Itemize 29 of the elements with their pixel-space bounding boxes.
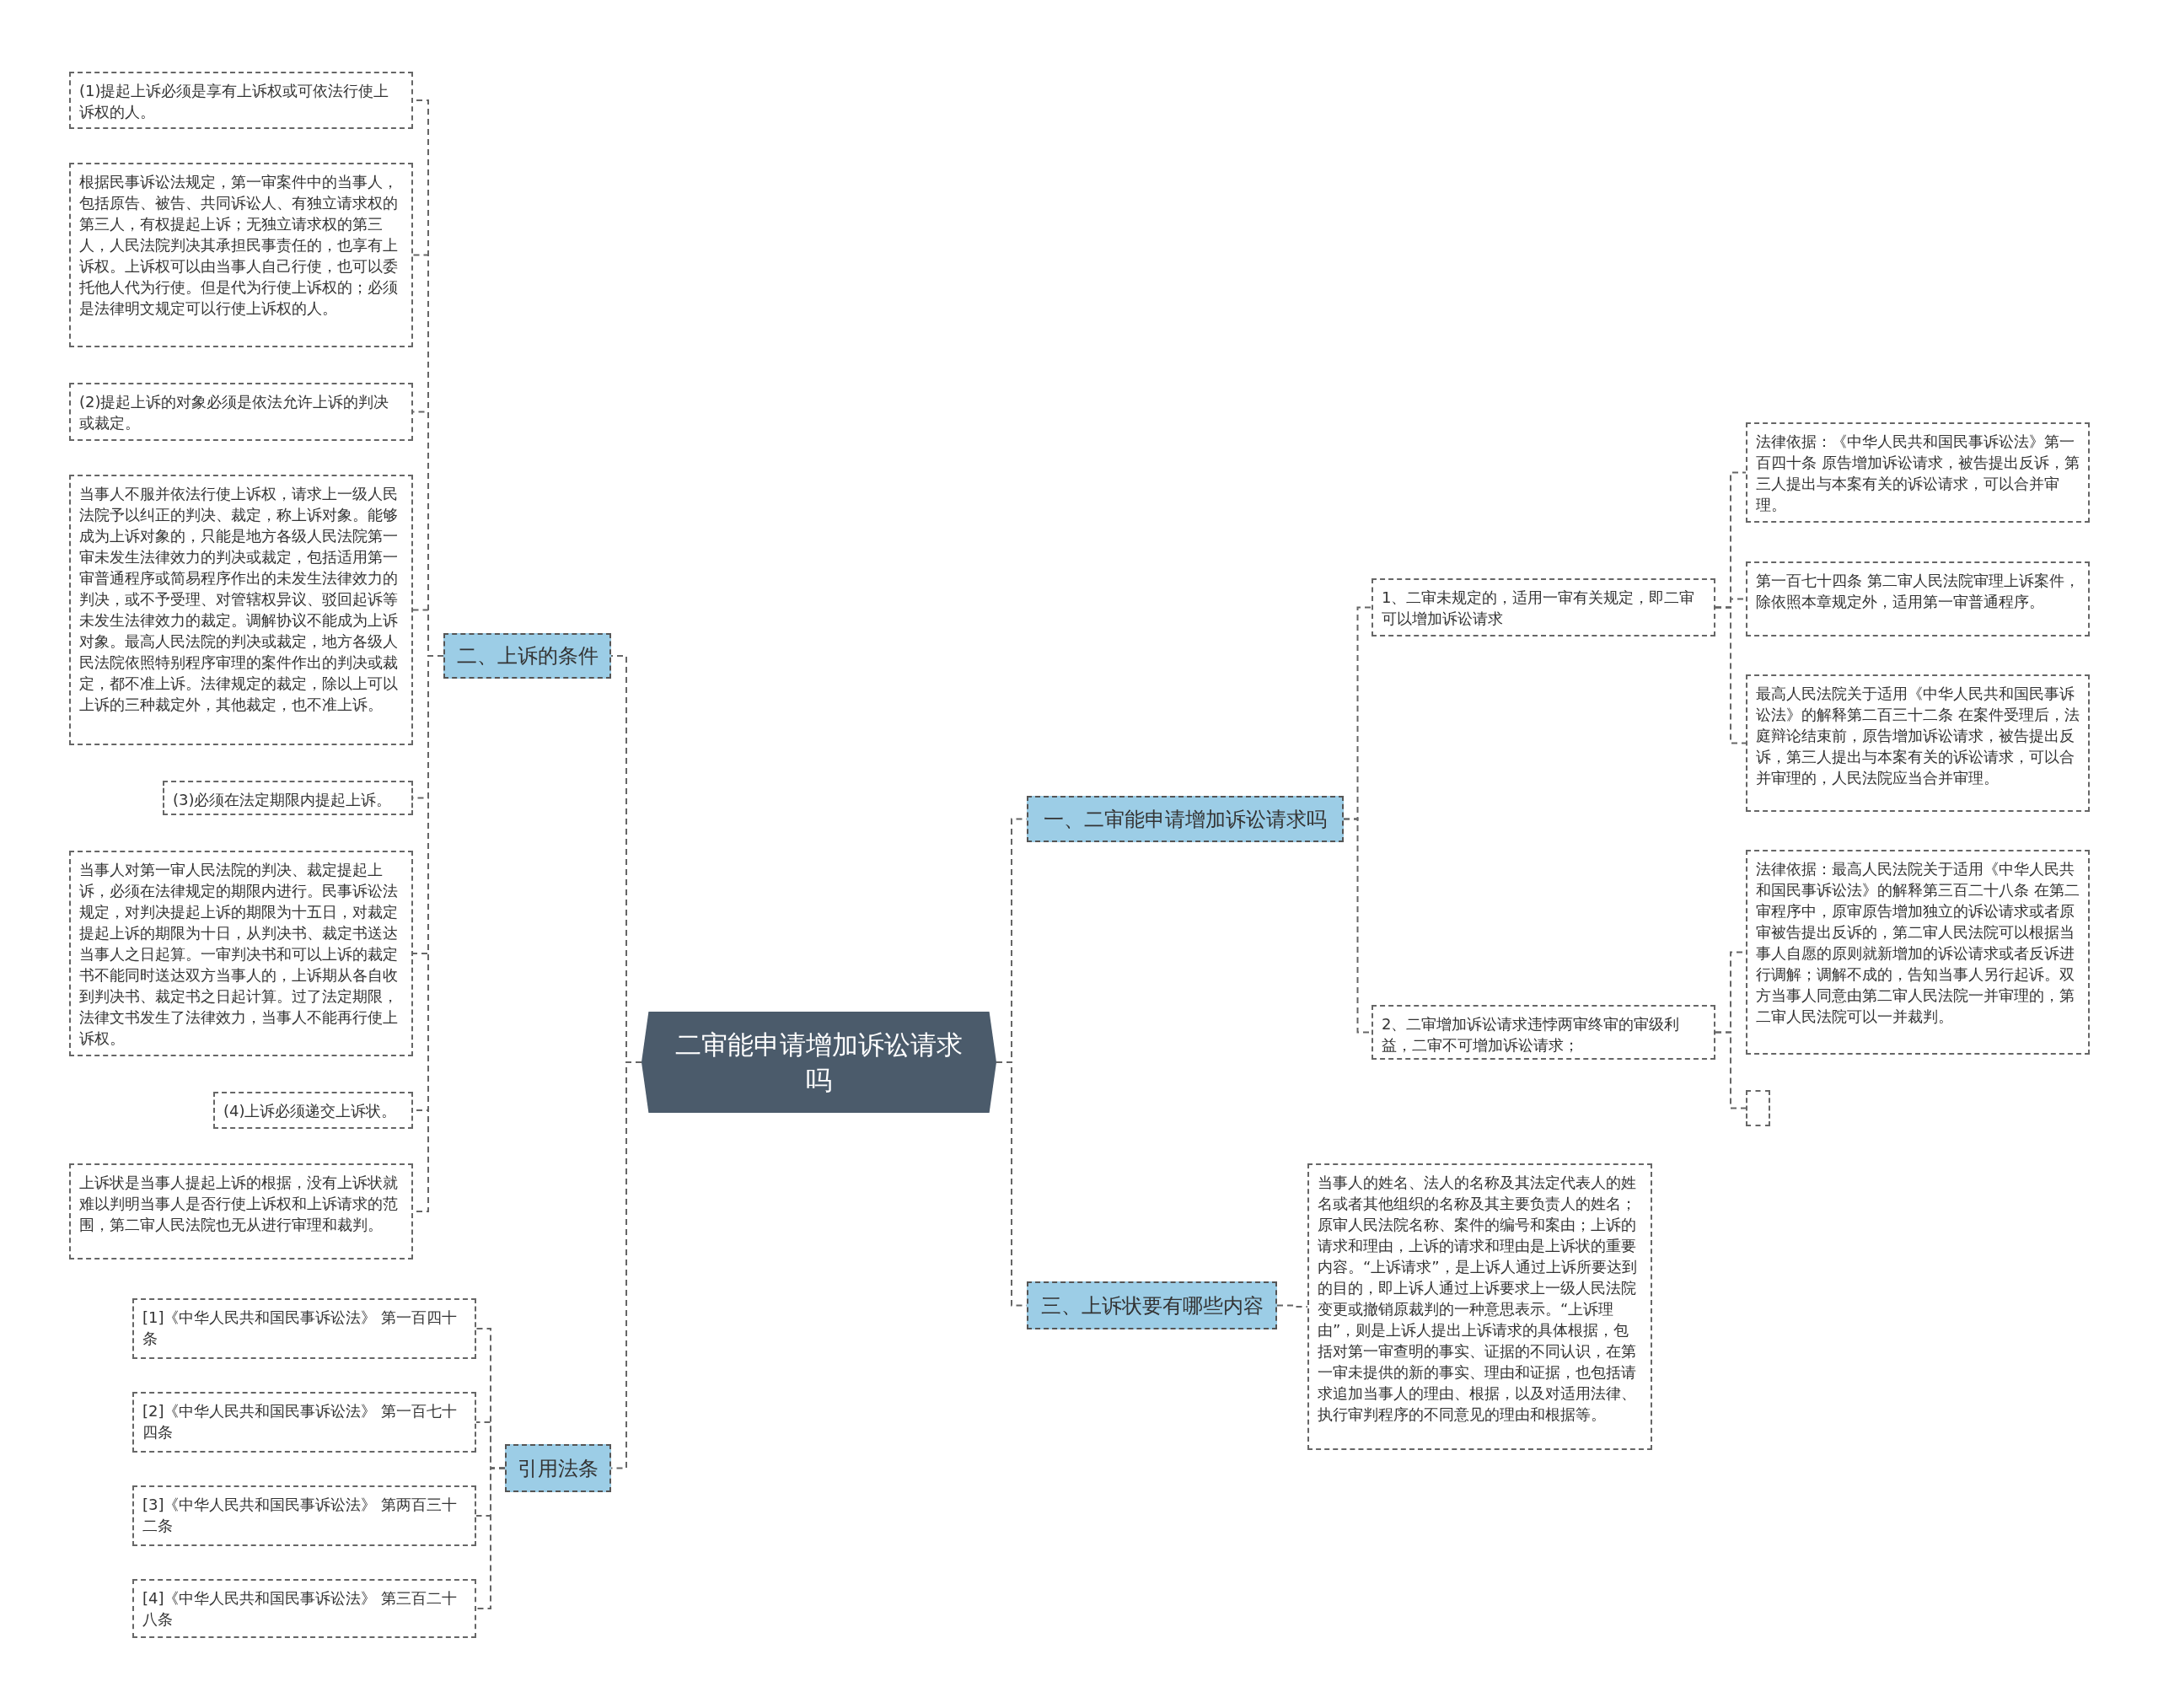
text-box: (2)提起上诉的对象必须是依法允许上诉的判决或裁定。 [69,383,413,441]
text-box: 法律依据：《中华人民共和国民事诉讼法》第一百四十条 原告增加诉讼请求，被告提出反诉，第三人提出与本案有关的诉讼请求，可以合并审理。 [1746,422,2090,523]
connector [475,1467,506,1609]
text-box: 上诉状是当事人提起上诉的根据，没有上诉状就难以判明当事人是否行使上诉权和上诉请求的范围，第二审人民法院也无从进行审理和裁判。 [69,1163,413,1260]
text-box: 1、二审未规定的，适用一审有关规定，即二审可以增加诉讼请求 [1372,578,1715,636]
text-box: 根据民事诉讼法规定，第一审案件中的当事人，包括原告、被告、共同诉讼人、有独立请求权的第三人，有权提起上诉；无独立请求权的第三人，人民法院判决其承担民事责任的，也享有上诉权。上诉权可以由当事人自己行使，也可以委托他人代为行使。但是代为行使上诉权的；必须是法律明文规定可以行使上诉权的人。 [69,163,413,347]
central-topic: 二审能申请增加诉讼请求吗 [641,1012,996,1113]
branch-topic: 一、二审能申请增加诉讼请求吗 [1027,796,1344,842]
connector [1276,1304,1308,1308]
text-box: (1)提起上诉必须是享有上诉权或可依法行使上诉权的人。 [69,72,413,129]
text-box: [1]《中华人民共和国民事诉讼法》 第一百四十条 [132,1298,476,1359]
text-box: 当事人的姓名、法人的名称及其法定代表人的姓名或者其他组织的名称及其主要负责人的姓名；原审人民法院名称、案件的编号和案由；上诉的请求和理由，上诉的请求和理由是上诉状的重要内容。“上诉请求”，是上诉人通过上诉所要达到的目的，即上诉人通过上诉要求上一级人民法院变更或撤销原裁判的一种意思表示。“上诉理由”，则是上诉人提出上诉请求的具体根据，包括对第一审查明的事实、证据的不同认识，在第一审未提供的新的事实、理由和证据，也包括请求追加当事人的理由、根据，以及对适用法律、执行审判程序的不同意见的理由和根据等。 [1307,1163,1652,1450]
text-box: [3]《中华人民共和国民事诉讼法》 第两百三十二条 [132,1485,476,1546]
text-box: [2]《中华人民共和国民事诉讼法》 第一百七十四条 [132,1392,476,1453]
branch-topic: 引用法条 [505,1444,611,1492]
text-box: 2、二审增加诉讼请求违悖两审终审的审级利益，二审不可增加诉讼请求； [1372,1005,1715,1060]
text-box: (3)必须在法定期限内提起上诉。 [163,781,413,815]
branch-topic: 三、上诉状要有哪些内容 [1027,1281,1277,1329]
text-box: 法律依据：最高人民法院关于适用《中华人民共和国民事诉讼法》的解释第三百二十八条 在第二审程序中，原审原告增加独立的诉讼请求或者原审被告提出反诉的，第二审人民法院可以根据当事人自愿的原则就新增加的诉讼请求或者反诉进行调解；调解不成的，告知当事人另行起诉。双方当事人同意由第二审人民法院一并审理的，第二审人民法院可以一并裁判。 [1746,850,2090,1055]
branch-topic: 二、上诉的条件 [443,633,611,679]
text-box: 最高人民法院关于适用《中华人民共和国民事诉讼法》的解释第二百三十二条 在案件受理后，法庭辩论结束前，原告增加诉讼请求，被告提出反诉，第三人提出与本案有关的诉讼请求，可以合并审理的，人民法院应当合并审理。 [1746,674,2090,812]
text-box: (4)上诉必须递交上诉状。 [213,1092,413,1129]
text-box: 第一百七十四条 第二审人民法院审理上诉案件，除依照本章规定外，适用第一审普通程序。 [1746,561,2090,636]
text-box: 当事人不服并依法行使上诉权，请求上一级人民法院予以纠正的判决、裁定，称上诉对象。能够成为上诉对象的，只能是地方各级人民法院第一审未发生法律效力的判决或裁定，包括适用第一审普通程序或简易程序作出的未发生法律效力的判决，或不予受理、对管辖权异议、驳回起诉等未发生法律效力的裁定。调解协议不能成为上诉对象。最高人民法院的判决或裁定，地方各级人民法院依照特别程序审理的案件作出的判决或裁定，都不准上诉。法律规定的裁定，除以上可以上诉的三种裁定外，其他裁定，也不准上诉。 [69,475,413,745]
text-box: [4]《中华人民共和国民事诉讼法》 第三百二十八条 [132,1579,476,1638]
empty-box [1746,1090,1770,1126]
text-box: 当事人对第一审人民法院的判决、裁定提起上诉，必须在法律规定的期限内进行。民事诉讼法规定，对判决提起上诉的期限为十五日，对裁定提起上诉的期限为十日，从判决书、裁定书送达当事人之日起算。一审判决书和可以上诉的裁定书不能同时送达双方当事人的，上诉期从各自收到判决书、裁定书之日起计算。过了法定期限，法律文书发生了法律效力，当事人不能再行使上诉权。 [69,851,413,1056]
connector [1715,606,1747,744]
connector [1715,1031,1747,1109]
